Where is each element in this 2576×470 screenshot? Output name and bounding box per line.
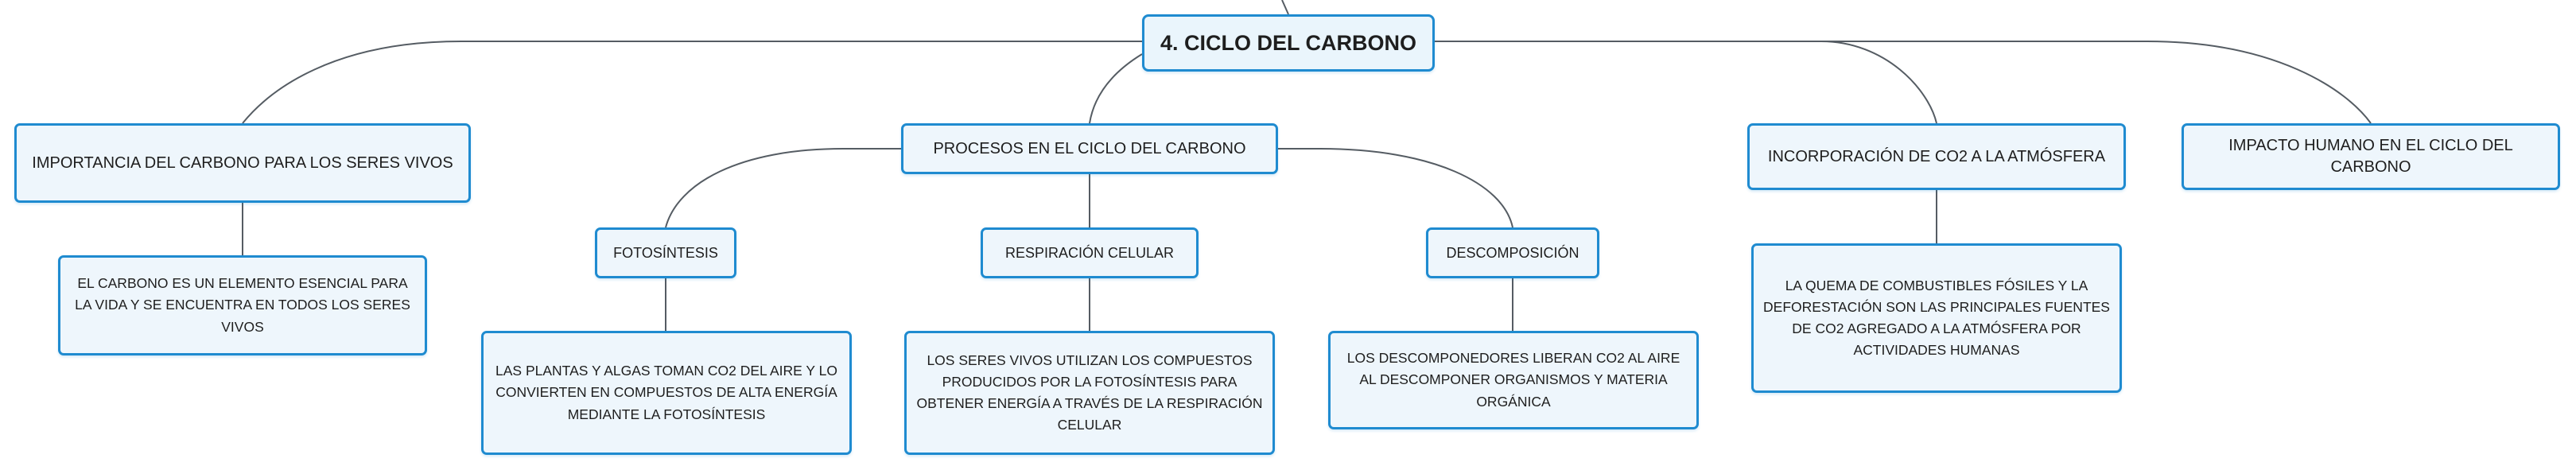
- topic-procesos-label: PROCESOS EN EL CICLO DEL CARBONO: [933, 139, 1246, 157]
- topic-importancia-label: IMPORTANCIA DEL CARBONO PARA LOS SERES V…: [32, 153, 453, 172]
- detail-fotosintesis[interactable]: LAS PLANTAS Y ALGAS TOMAN CO2 DEL AIRE Y…: [481, 331, 852, 455]
- detail-respiracion-text: LOS SERES VIVOS UTILIZAN LOS COMPUESTOS …: [916, 352, 1263, 433]
- connector-root-to-importancia: [242, 41, 1142, 124]
- detail-importancia[interactable]: EL CARBONO ES UN ELEMENTO ESENCIAL PARA …: [58, 255, 427, 355]
- detail-respiracion-celular[interactable]: LOS SERES VIVOS UTILIZAN LOS COMPUESTOS …: [904, 331, 1275, 455]
- topic-importancia-del-carbono[interactable]: IMPORTANCIA DEL CARBONO PARA LOS SERES V…: [14, 123, 471, 203]
- topic-impacto-label: IMPACTO HUMANO EN EL CICLO DEL CARBONO: [2228, 137, 2513, 176]
- subtopic-fotosintesis[interactable]: FOTOSÍNTESIS: [595, 227, 736, 278]
- root-topic-ciclo-del-carbono[interactable]: 4. CICLO DEL CARBONO: [1142, 14, 1435, 72]
- detail-descomposicion[interactable]: LOS DESCOMPONEDORES LIBERAN CO2 AL AIRE …: [1328, 331, 1699, 429]
- topic-incorporacion-co2[interactable]: INCORPORACIÓN DE CO2 A LA ATMÓSFERA: [1747, 123, 2126, 190]
- subtopic-respiracion-celular[interactable]: RESPIRACIÓN CELULAR: [981, 227, 1199, 278]
- root-topic-label: 4. CICLO DEL CARBONO: [1160, 30, 1417, 55]
- subtopic-descomposicion-label: DESCOMPOSICIÓN: [1446, 244, 1579, 261]
- detail-importancia-text: EL CARBONO ES UN ELEMENTO ESENCIAL PARA …: [75, 275, 410, 335]
- detail-incorporacion-co2[interactable]: LA QUEMA DE COMBUSTIBLES FÓSILES Y LA DE…: [1751, 243, 2122, 393]
- connector-procesos-to-descomposicion: [1278, 148, 1513, 228]
- detail-descomposicion-text: LOS DESCOMPONEDORES LIBERAN CO2 AL AIRE …: [1346, 350, 1680, 410]
- connector-root-to-incorporacion: [1435, 41, 1937, 124]
- subtopic-fotosintesis-label: FOTOSÍNTESIS: [613, 244, 718, 261]
- detail-fotosintesis-text: LAS PLANTAS Y ALGAS TOMAN CO2 DEL AIRE Y…: [495, 363, 837, 422]
- topic-incorporacion-label: INCORPORACIÓN DE CO2 A LA ATMÓSFERA: [1767, 147, 2106, 165]
- connector-root-to-procesos: [1089, 53, 1143, 124]
- topic-procesos-ciclo-carbono[interactable]: PROCESOS EN EL CICLO DEL CARBONO: [901, 123, 1278, 174]
- detail-incorporacion-text: LA QUEMA DE COMBUSTIBLES FÓSILES Y LA DE…: [1763, 277, 2110, 359]
- subtopic-descomposicion[interactable]: DESCOMPOSICIÓN: [1426, 227, 1599, 278]
- subtopic-respiracion-label: RESPIRACIÓN CELULAR: [1004, 244, 1175, 261]
- connector-root-to-impacto: [1435, 41, 2372, 124]
- connector-root-incoming: [1281, 0, 1289, 15]
- connector-procesos-to-fotosintesis: [665, 148, 901, 228]
- topic-impacto-humano[interactable]: IMPACTO HUMANO EN EL CICLO DEL CARBONO: [2182, 123, 2560, 190]
